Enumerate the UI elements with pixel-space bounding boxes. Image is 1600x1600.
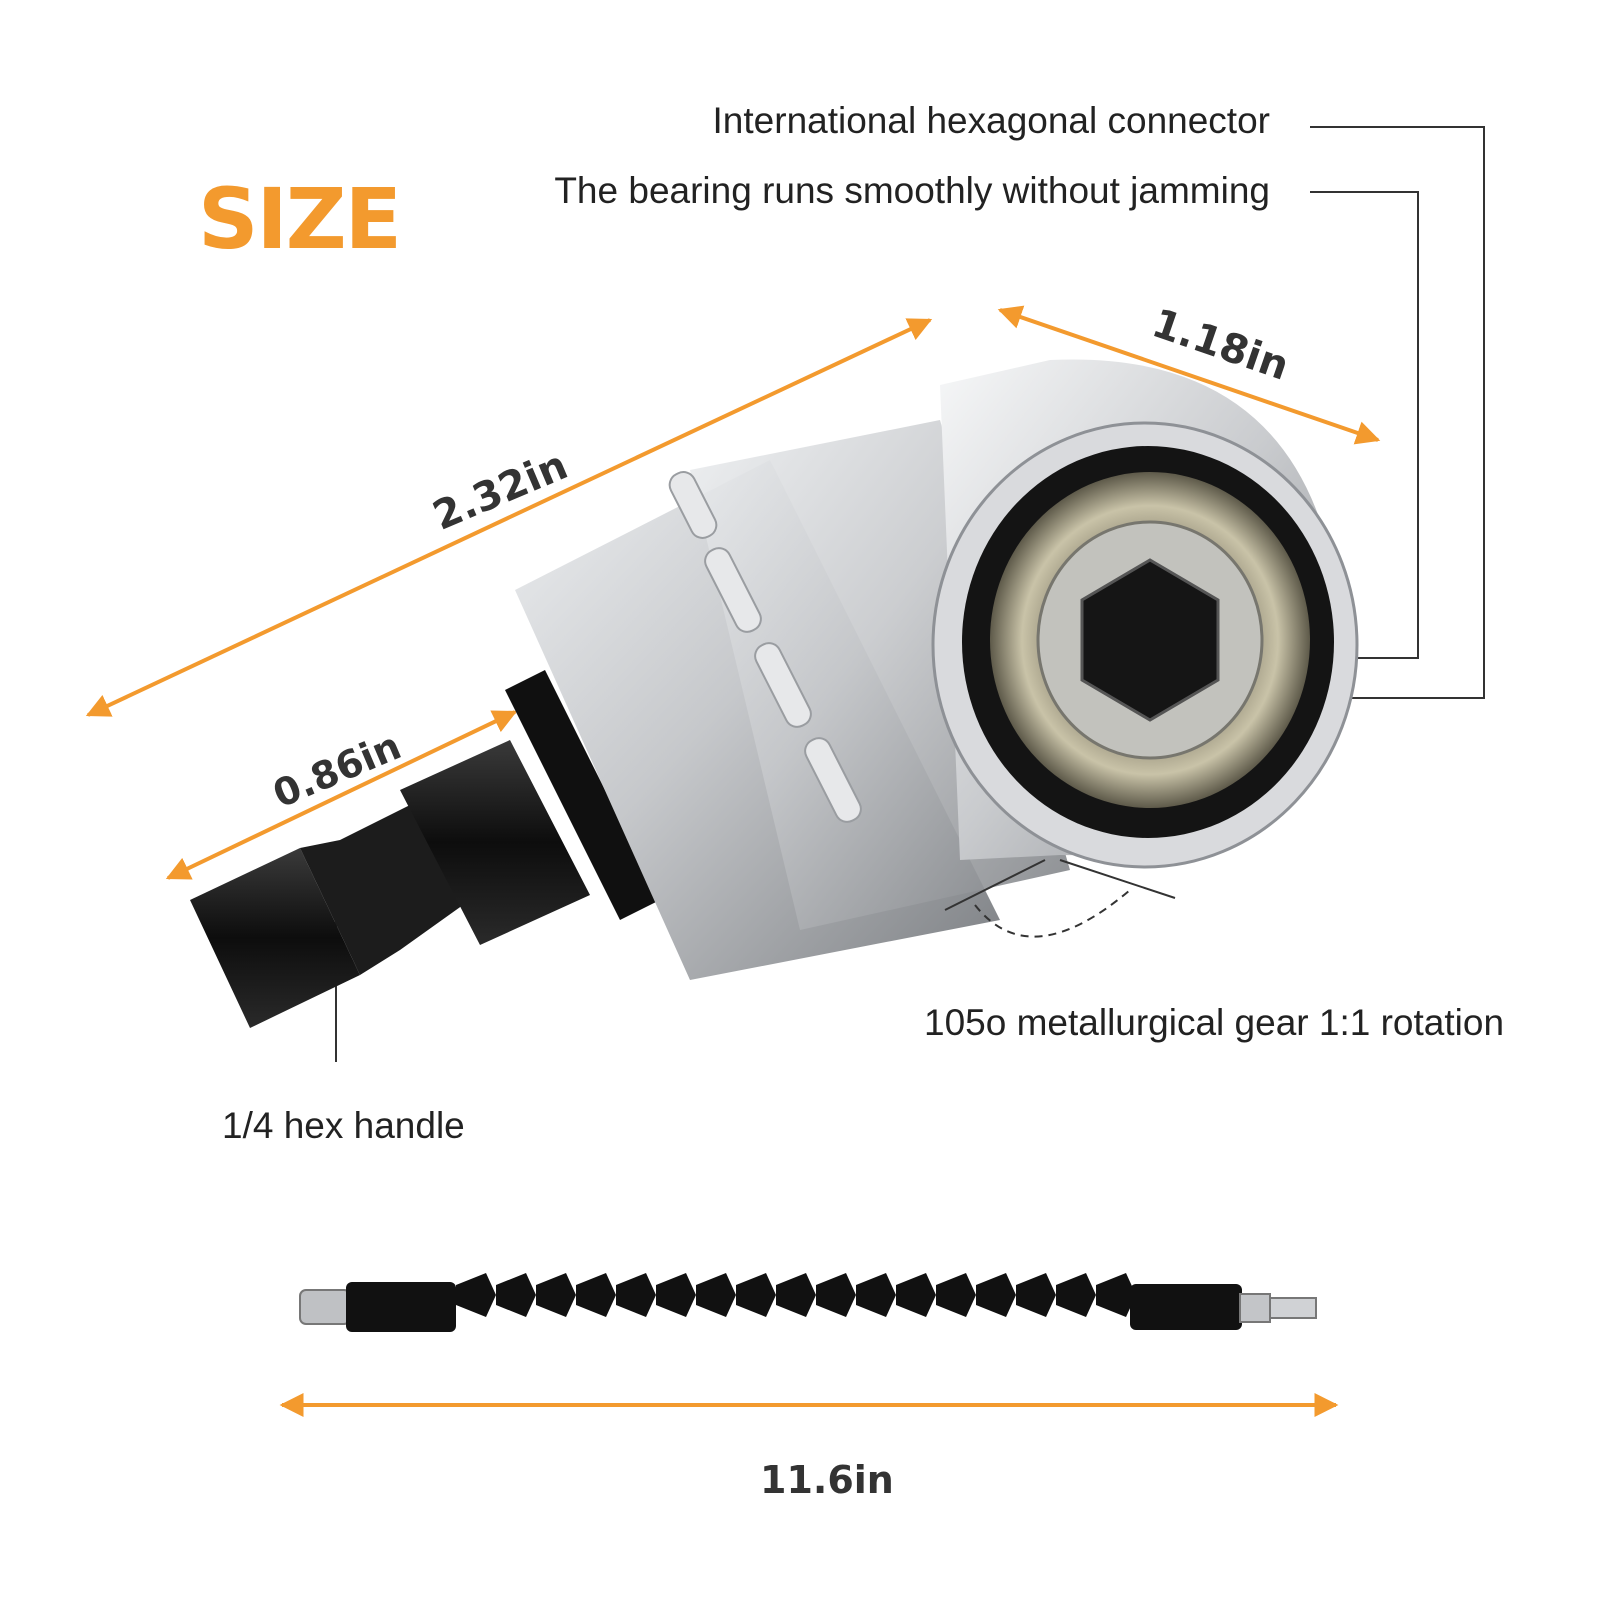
callout-hex-handle: 1/4 hex handle — [222, 1105, 465, 1146]
callout-bearing: The bearing runs smoothly without jammin… — [554, 170, 1270, 211]
page-title: SIZE — [198, 170, 402, 268]
arrow-head-width — [997, 305, 1381, 445]
hex-shank — [190, 670, 660, 1028]
adapter-head — [931, 359, 1359, 869]
dimension-flex-shaft-length: 11.6in — [760, 1458, 894, 1502]
callout-gear: 105o metallurgical gear 1:1 rotation — [924, 1002, 1505, 1043]
arrow-overall-length — [85, 318, 933, 717]
dimension-arrows — [85, 305, 1381, 1417]
flexible-shaft — [299, 1273, 1317, 1332]
arrow-shank-length — [165, 710, 518, 880]
rotation-indicator — [944, 859, 1176, 938]
hex-socket — [1080, 558, 1220, 722]
callout-connector: International hexagonal connector — [712, 100, 1270, 141]
